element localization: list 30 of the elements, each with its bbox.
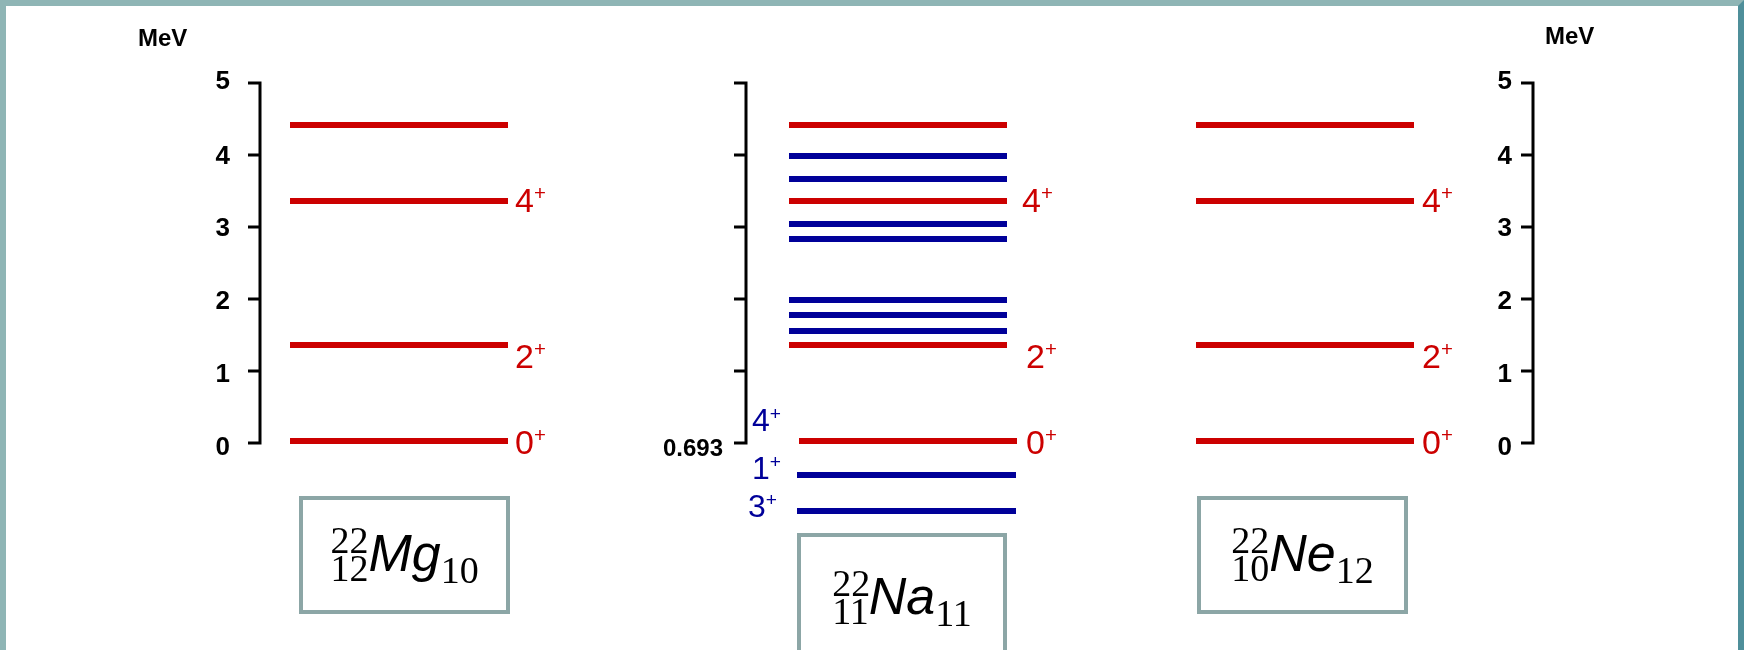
spin-parity-label: 1$^{+}$ [752,451,781,485]
nuclide-box [1197,496,1408,614]
axis-tick-label: 5 [215,67,230,93]
axis-tick-label: 2 [215,287,230,313]
spin-parity-label: 3$^{+}$ [748,489,777,523]
axis-tick-label: 1 [215,360,230,386]
axis-tick-label: 2 [1497,287,1512,313]
axis-unit-label: MeV [1545,24,1595,48]
spin-parity-label: 2$^{+}$ [515,338,546,374]
spin-parity-label: 4$^{+}$ [515,182,546,218]
spin-parity-label: 0$^{+}$ [1026,424,1057,460]
spin-parity-label: 2$^{+}$ [1422,338,1453,374]
axis-tick-label: 3 [1497,214,1512,240]
axis-tick-label: 4 [1497,142,1512,168]
axis-tick-label: 0 [1497,433,1512,459]
axis-tick-label: 0 [215,433,230,459]
axis-tick-label: 5 [1497,67,1512,93]
spin-parity-label: 0$^{+}$ [515,424,546,460]
axis-tick-label: 1 [1497,360,1512,386]
axis-tick-label: 4 [215,142,230,168]
spin-parity-label: 4$^{+}$ [752,403,781,437]
nuclide-box [299,496,510,614]
spin-parity-label: 4$^{+}$ [1022,182,1053,218]
spin-parity-label: 4$^{+}$ [1422,182,1453,218]
nuclide-box [797,533,1007,650]
spin-parity-label: 0$^{+}$ [1422,424,1453,460]
spin-parity-label: 2$^{+}$ [1026,338,1057,374]
axis-unit-label: MeV [138,26,188,50]
axis-tick-label: 3 [215,214,230,240]
axis-tick-label: 0.693 [662,436,723,460]
